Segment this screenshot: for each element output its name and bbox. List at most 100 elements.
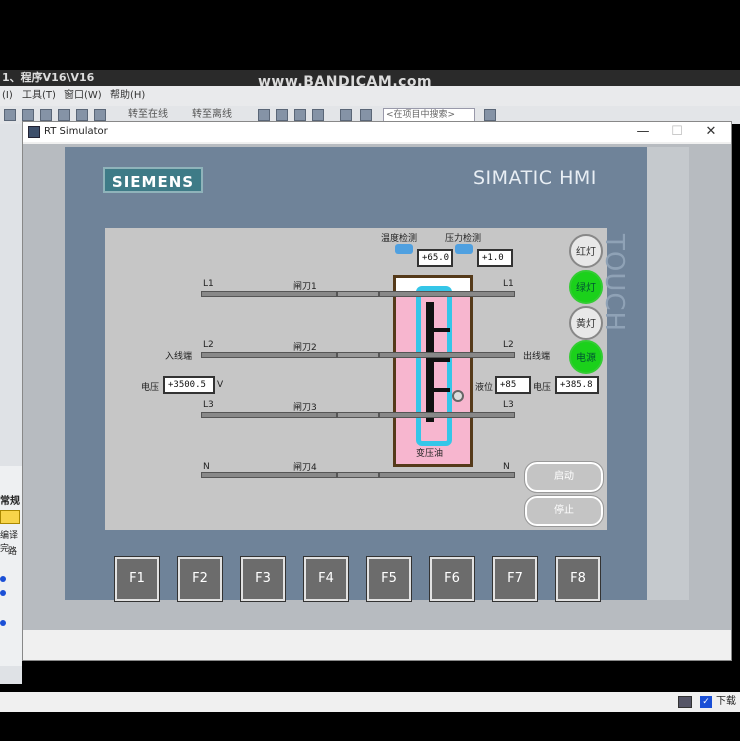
close-button[interactable]: ✕ (705, 124, 717, 139)
ide-toolbar: 转至在线 转至离线 (0, 106, 740, 124)
toolbar-icon[interactable] (58, 109, 70, 121)
menu-item-partial[interactable]: (I) (2, 90, 13, 101)
voltage-in-field[interactable]: +3500.5 (163, 376, 215, 394)
pressure-sensor-icon (455, 244, 473, 254)
busbar-l2-left (201, 352, 337, 358)
menu-item-tools[interactable]: 工具(T) (22, 90, 56, 101)
line-right-label: N (503, 462, 510, 472)
toolbar-icon[interactable] (294, 109, 306, 121)
toolbar-icon[interactable] (4, 109, 16, 121)
menu-item-help[interactable]: 帮助(H) (110, 90, 146, 101)
ide-status-bar: ✓ 下载 (0, 692, 740, 712)
function-key-f8[interactable]: F8 (555, 556, 601, 602)
tank-headspace (396, 278, 470, 292)
power-lamp: 电源 (569, 340, 603, 374)
core-bar (426, 328, 450, 332)
simulator-app-icon (28, 126, 40, 138)
toolbar-icon[interactable] (22, 109, 34, 121)
voltage-in-label: 电压 (141, 383, 160, 393)
toolbar-icon[interactable] (276, 109, 288, 121)
temperature-sensor-icon (395, 244, 413, 254)
busbar-l1-left (201, 291, 337, 297)
knife-switch-3[interactable] (337, 412, 379, 418)
busbar-n-left (201, 472, 337, 478)
voltage-out-field[interactable]: +385.8 (555, 376, 599, 394)
status-dot-icon (0, 576, 6, 582)
maximize-button[interactable]: ☐ (671, 124, 683, 139)
toolbar-icon[interactable] (340, 109, 352, 121)
line-left-label: N (203, 462, 210, 472)
knife-switch-4[interactable] (337, 472, 379, 478)
busbar-l3-right (379, 412, 515, 418)
toolbar-icon[interactable] (76, 109, 88, 121)
level-gauge-icon (452, 390, 464, 402)
go-online-button[interactable]: 转至在线 (128, 109, 168, 120)
status-text: 下载 (716, 696, 736, 707)
output-side-label: 出线端 (523, 352, 551, 362)
toolbar-icon[interactable] (94, 109, 106, 121)
busbar-l1-right (379, 291, 515, 297)
transformer-core (426, 302, 434, 422)
toolbar-icon[interactable] (360, 109, 372, 121)
path-column: 路 (8, 547, 18, 557)
function-key-f1[interactable]: F1 (114, 556, 160, 602)
ide-title-bar: 1、程序V16\V16 (0, 70, 740, 86)
warning-icon (0, 510, 20, 524)
tab-general[interactable]: 常规 (0, 496, 20, 507)
switch-label: 闸刀4 (293, 463, 317, 473)
red-lamp: 红灯 (569, 234, 603, 268)
hmi-panel-frame: SIEMENS SIMATIC HMI 温度检测 压力检测 +65.0 +1.0 (23, 144, 731, 630)
status-dot-icon (0, 620, 6, 626)
input-side-label: 入线端 (165, 352, 193, 362)
core-bar (426, 358, 450, 362)
transformer-coil (416, 286, 452, 446)
search-icon[interactable] (484, 109, 496, 121)
temperature-field[interactable]: +65.0 (417, 249, 453, 267)
menu-item-window[interactable]: 窗口(W) (64, 90, 102, 101)
line-right-label: L3 (503, 400, 514, 410)
level-label: 液位 (475, 383, 494, 393)
minimize-button[interactable]: — (636, 124, 650, 139)
line-left-label: L1 (203, 279, 214, 289)
line-left-label: L3 (203, 400, 214, 410)
start-button[interactable]: 启动 (524, 461, 604, 493)
rt-simulator-window: RT Simulator — ☐ ✕ SIEMENS SIMATIC HMI 温… (22, 121, 732, 661)
busbar-l3-left (201, 412, 337, 418)
toolbar-icon[interactable] (40, 109, 52, 121)
monitor-icon[interactable] (678, 696, 692, 708)
simulator-title: RT Simulator (44, 126, 108, 137)
busbar-l2-right (379, 352, 515, 358)
knife-switch-2[interactable] (337, 352, 379, 358)
line-right-label: L1 (503, 279, 514, 289)
toolbar-icon[interactable] (258, 109, 270, 121)
oil-label: 变压油 (416, 449, 444, 459)
transformer-tank: 变压油 (393, 275, 473, 467)
recording-background (0, 0, 740, 70)
function-key-f4[interactable]: F4 (303, 556, 349, 602)
project-search-input[interactable]: <在项目中搜索> (383, 108, 475, 122)
siemens-logo: SIEMENS (103, 167, 203, 193)
yellow-lamp: 黄灯 (569, 306, 603, 340)
function-key-f2[interactable]: F2 (177, 556, 223, 602)
pressure-field[interactable]: +1.0 (477, 249, 513, 267)
stop-button[interactable]: 停止 (524, 495, 604, 527)
toolbar-icon[interactable] (312, 109, 324, 121)
inspector-panel: 常规 编译完 路 (0, 466, 22, 666)
switch-label: 闸刀1 (293, 282, 317, 292)
hmi-side-frame (647, 147, 689, 600)
switch-label: 闸刀3 (293, 403, 317, 413)
level-field[interactable]: +85 (495, 376, 531, 394)
go-offline-button[interactable]: 转至离线 (192, 109, 232, 120)
voltage-unit: V (217, 380, 224, 390)
function-key-f5[interactable]: F5 (366, 556, 412, 602)
core-bar (426, 388, 450, 392)
touch-label: TOUCH (599, 234, 629, 333)
hmi-bezel: SIEMENS SIMATIC HMI 温度检测 压力检测 +65.0 +1.0 (65, 147, 647, 602)
busbar-n-right (379, 472, 515, 478)
switch-label: 闸刀2 (293, 343, 317, 353)
knife-switch-1[interactable] (337, 291, 379, 297)
function-key-f3[interactable]: F3 (240, 556, 286, 602)
function-key-f6[interactable]: F6 (429, 556, 475, 602)
simulator-title-bar[interactable]: RT Simulator — ☐ ✕ (23, 122, 731, 142)
function-key-f7[interactable]: F7 (492, 556, 538, 602)
